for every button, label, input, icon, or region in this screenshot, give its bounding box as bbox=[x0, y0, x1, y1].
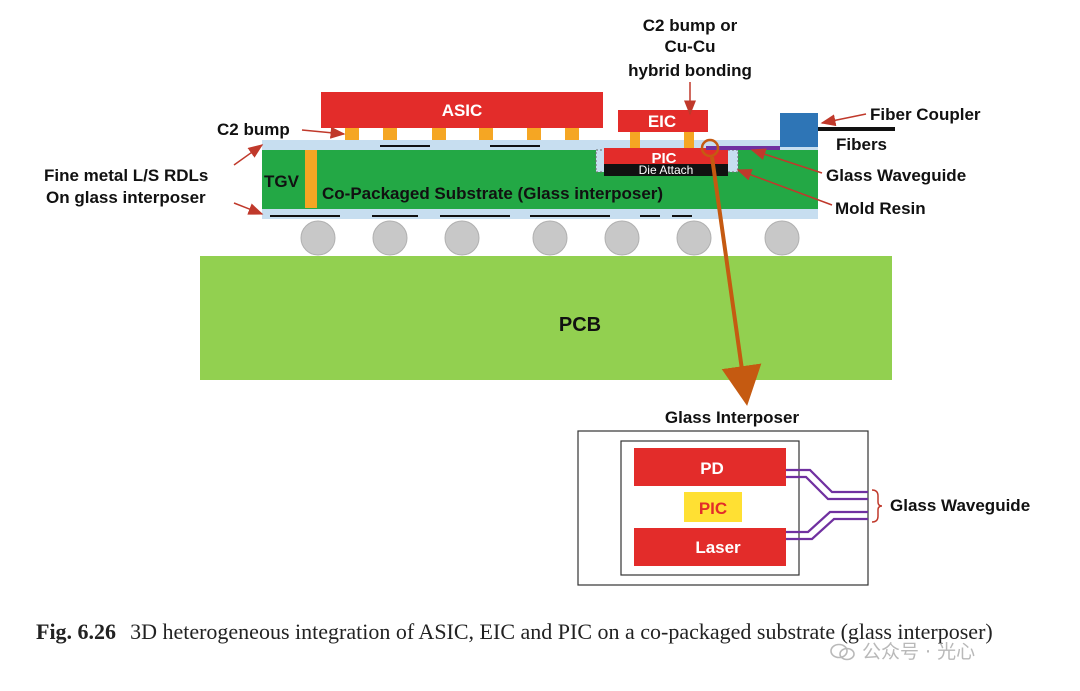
c2-bump-or-label-3: hybrid bonding bbox=[628, 61, 752, 80]
inset-laser-block bbox=[634, 528, 786, 566]
pcb-board bbox=[200, 256, 892, 380]
fiber-coupler-pointer bbox=[820, 113, 867, 127]
die-attach bbox=[604, 162, 728, 176]
c2-bump-or-label-2: Cu-Cu bbox=[665, 37, 716, 56]
fiber-coupler bbox=[780, 113, 818, 147]
fiber-coupler-label: Fiber Coupler bbox=[870, 105, 981, 124]
glass-waveguide-label: Glass Waveguide bbox=[826, 166, 966, 185]
zoom-pointer bbox=[710, 156, 762, 406]
substrate-label: Co-Packaged Substrate (Glass interposer) bbox=[322, 184, 663, 203]
asic-label: ASIC bbox=[442, 101, 483, 120]
tgv-label: TGV bbox=[264, 172, 300, 191]
solder-ball bbox=[604, 220, 640, 256]
pcb-label: PCB bbox=[559, 314, 601, 336]
inset-pd-label: PD bbox=[700, 459, 724, 478]
c2-bump-label: C2 bump bbox=[217, 120, 290, 139]
figure-caption: Fig. 6.26 3D heterogeneous integration of… bbox=[36, 617, 1066, 647]
c2-bump bbox=[432, 128, 446, 140]
mold-resin-pointer bbox=[736, 169, 833, 206]
pic-die bbox=[604, 148, 728, 164]
figure-caption-text: 3D heterogeneous integration of ASIC, EI… bbox=[130, 619, 993, 644]
eic-label: EIC bbox=[648, 112, 676, 131]
c2-bump bbox=[383, 128, 397, 140]
tgv-via bbox=[305, 150, 317, 208]
die-attach-label: Die Attach bbox=[639, 163, 694, 177]
c2-bump bbox=[345, 128, 359, 140]
inset-title: Glass Interposer bbox=[665, 408, 800, 427]
solder-ball bbox=[764, 220, 800, 256]
inset-waveguide-brace bbox=[871, 489, 883, 523]
bottom-rdl-layer bbox=[262, 208, 818, 219]
inset-waveguides bbox=[786, 468, 868, 541]
wechat-icon bbox=[830, 643, 856, 661]
asic-die bbox=[321, 92, 603, 128]
inset-pd-block bbox=[634, 448, 786, 486]
pic-die-label: PIC bbox=[651, 150, 676, 167]
inset-pic-block bbox=[684, 492, 742, 522]
figure-number: Fig. 6.26 bbox=[36, 619, 117, 644]
glass-waveguide-pointer bbox=[750, 148, 823, 174]
fine-metal-label-1: Fine metal L/S RDLs bbox=[44, 166, 208, 185]
solder-ball bbox=[372, 220, 408, 256]
asic-c2-bumps bbox=[345, 128, 579, 140]
fibers-label: Fibers bbox=[836, 135, 887, 154]
c2-bump bbox=[479, 128, 493, 140]
fine-metal-pointer-top bbox=[233, 144, 264, 166]
solder-ball bbox=[444, 220, 480, 256]
watermark: 公众号 · 光心 bbox=[830, 637, 975, 664]
c2-bump-or-label-1: C2 bump or bbox=[643, 16, 738, 35]
eic-bump bbox=[630, 132, 640, 148]
inset-pic-label: PIC bbox=[699, 499, 727, 518]
solder-ball bbox=[532, 220, 568, 256]
c2-bump bbox=[527, 128, 541, 140]
inset-laser-label: Laser bbox=[695, 538, 741, 557]
eic-die bbox=[618, 110, 708, 132]
solder-balls bbox=[300, 220, 800, 256]
c2-bump bbox=[565, 128, 579, 140]
c2-bump-pointer bbox=[301, 126, 346, 139]
fine-metal-label-2: On glass interposer bbox=[46, 188, 206, 207]
eic-bump bbox=[684, 132, 694, 148]
solder-ball bbox=[300, 220, 336, 256]
zoom-circle bbox=[700, 138, 720, 158]
solder-ball bbox=[676, 220, 712, 256]
watermark-text: 公众号 · 光心 bbox=[862, 641, 976, 663]
fine-metal-pointer-bottom bbox=[233, 202, 264, 215]
eic-bumps bbox=[630, 132, 694, 148]
mold-resin-label: Mold Resin bbox=[835, 199, 926, 218]
inset-waveguide-label: Glass Waveguide bbox=[890, 496, 1030, 515]
